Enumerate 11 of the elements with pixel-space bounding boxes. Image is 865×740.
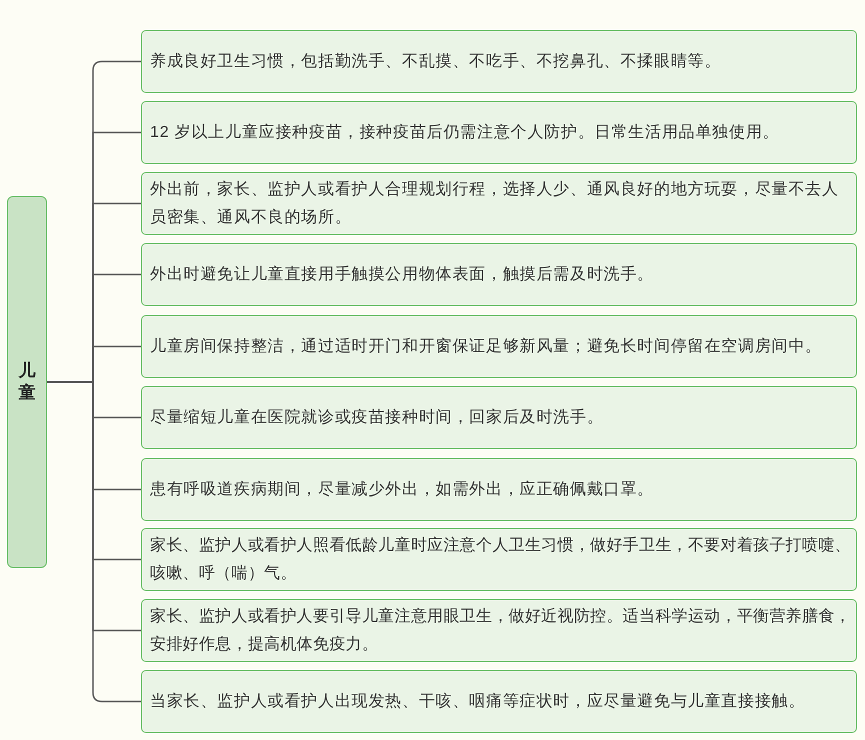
note-box: 尽量缩短儿童在医院就诊或疫苗接种时间，回家后及时洗手。: [141, 386, 857, 449]
topic-box: 儿童: [7, 196, 47, 568]
note-box: 家长、监护人或看护人照看低龄儿童时应注意个人卫生习惯，做好手卫生，不要对着孩子打喷嚏、咳嗽、呼（喘）气。: [141, 528, 857, 591]
note-box: 养成良好卫生习惯，包括勤洗手、不乱摸、不吃手、不挖鼻孔、不揉眼睛等。: [141, 30, 857, 93]
note-box: 12 岁以上儿童应接种疫苗，接种疫苗后仍需注意个人防护。日常生活用品单独使用。: [141, 101, 857, 164]
note-box: 外出前，家长、监护人或看护人合理规划行程，选择人少、通风良好的地方玩耍，尽量不去人员密集、通风不良的场所。: [141, 172, 857, 235]
note-box: 患有呼吸道疾病期间，尽量减少外出，如需外出，应正确佩戴口罩。: [141, 458, 857, 521]
note-box: 儿童房间保持整洁，通过适时开门和开窗保证足够新风量；避免长时间停留在空调房间中。: [141, 315, 857, 378]
note-box: 外出时避免让儿童直接用手触摸公用物体表面，触摸后需及时洗手。: [141, 243, 857, 306]
note-box: 家长、监护人或看护人要引导儿童注意用眼卫生，做好近视防控。适当科学运动，平衡营养膳食，安排好作息，提高机体免疫力。: [141, 599, 857, 662]
note-box: 当家长、监护人或看护人出现发热、干咳、咽痛等症状时，应尽量避免与儿童直接接触。: [141, 670, 857, 733]
